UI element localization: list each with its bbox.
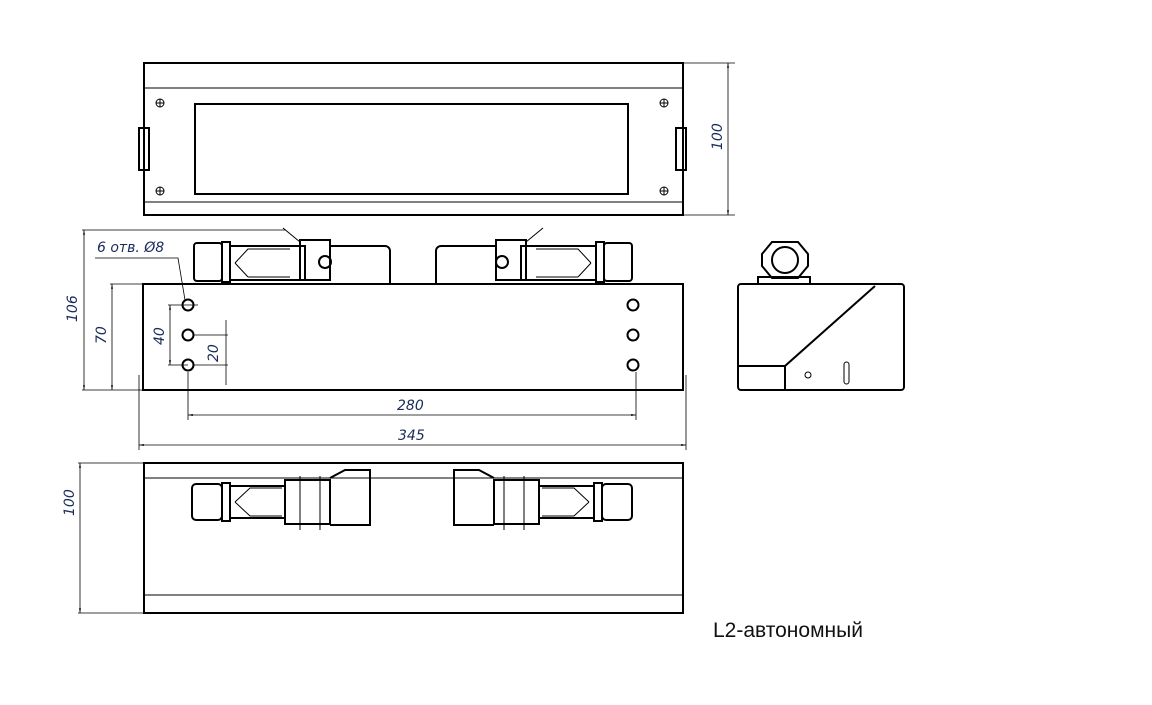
connector-right	[435, 227, 633, 284]
connector-left	[193, 227, 391, 284]
dim-bottom-height: 100	[62, 489, 78, 516]
top-view: 100	[138, 62, 735, 216]
dim-hole-distance: 280	[397, 398, 424, 414]
holes-note: 6 отв. Ø8	[97, 240, 164, 256]
model-caption: L2-автономный	[713, 619, 863, 642]
connector-right-bottom	[453, 469, 633, 530]
dim-hole-span: 40	[152, 327, 168, 345]
side-view	[737, 241, 905, 391]
dim-body-height: 70	[94, 326, 110, 344]
dim-top-height: 100	[710, 123, 726, 150]
mounting-holes	[181, 298, 640, 372]
connector-left-bottom	[191, 469, 371, 530]
dim-overall-length: 345	[398, 428, 425, 444]
screw-icon	[155, 98, 669, 196]
bottom-view: 100	[62, 462, 684, 614]
dim-hole-pitch: 20	[206, 344, 222, 362]
front-view: 6 отв. Ø8 106 70 40 20 280 345	[65, 227, 687, 450]
dim-total-height: 106	[65, 295, 81, 322]
